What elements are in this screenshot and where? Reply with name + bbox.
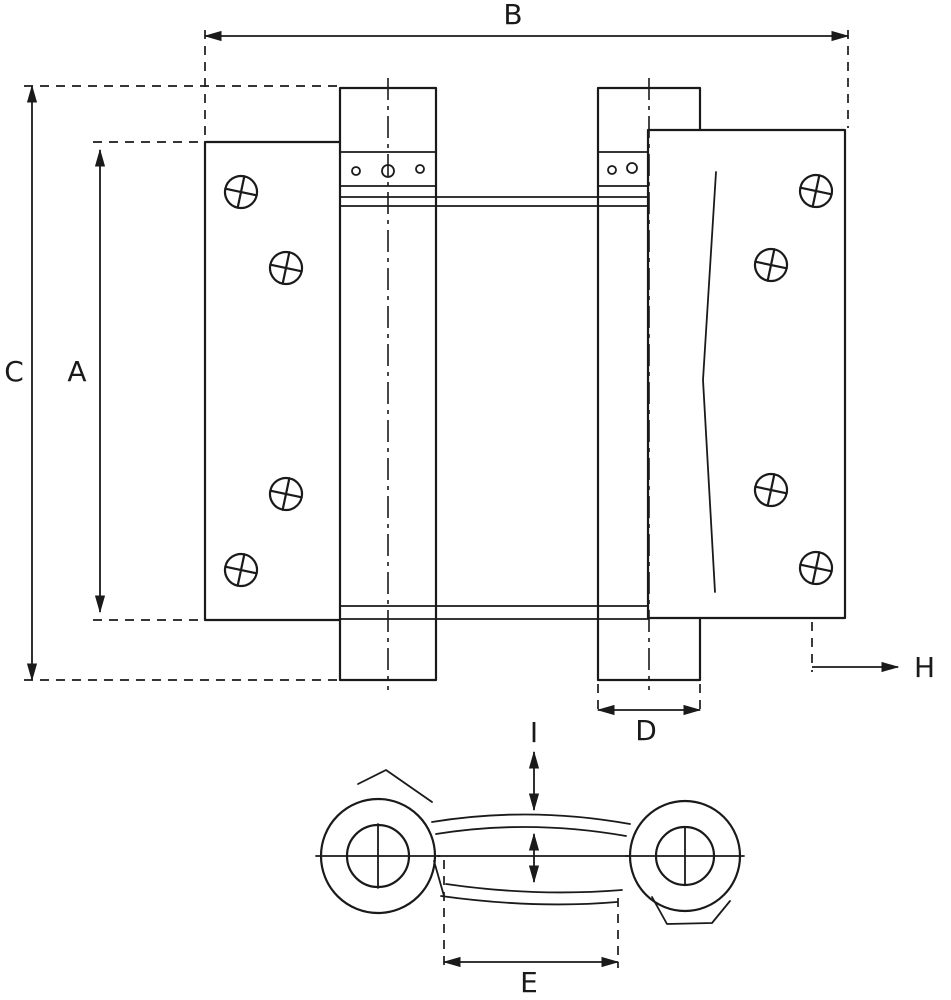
left-knuckle-tab xyxy=(357,769,433,803)
knuckle-joint-lines xyxy=(339,196,649,620)
right-knuckle-tab xyxy=(651,896,731,925)
dimension-d-extension-lines xyxy=(597,684,701,716)
right-knuckle-center-lines xyxy=(625,826,745,886)
hinge-front-view xyxy=(203,78,847,690)
dimension-c-label: C xyxy=(4,355,24,388)
screw-hole xyxy=(798,550,834,586)
dimensions: B C A D H I E xyxy=(4,0,935,999)
left-spring-barrel xyxy=(338,78,438,690)
adjuster-hole xyxy=(626,162,638,174)
dimension-b-extension-lines xyxy=(204,30,849,140)
spring-arm-line xyxy=(702,171,717,593)
dimension-e-extension-lines xyxy=(443,860,619,968)
dimension-A: A xyxy=(67,141,205,621)
strap-top-edges xyxy=(431,813,631,837)
adjuster-hole xyxy=(607,165,617,175)
dimension-c-extension-lines xyxy=(24,85,338,681)
dimension-I: I xyxy=(528,716,540,884)
right-leaf-outline xyxy=(646,128,847,620)
right-leaf xyxy=(646,128,847,620)
screw-hole xyxy=(753,472,789,508)
dimension-D: D xyxy=(596,684,702,747)
strap-bottom-edges xyxy=(433,860,623,906)
screw-hole xyxy=(223,174,259,210)
dimension-E: E xyxy=(442,860,620,999)
adjuster-hole xyxy=(415,164,425,174)
dimension-H: H xyxy=(811,622,935,684)
dimension-i-label: I xyxy=(530,716,538,749)
dimension-a-extension-lines xyxy=(93,141,205,621)
screw-hole xyxy=(268,250,304,286)
left-leaf-outline xyxy=(203,140,342,622)
screw-hole xyxy=(753,247,789,283)
dimension-b-label: B xyxy=(503,0,522,31)
left-knuckle-center-lines xyxy=(315,823,441,889)
dimension-B: B xyxy=(203,0,850,140)
screw-hole xyxy=(268,476,304,512)
hinge-top-view xyxy=(315,769,745,925)
left-leaf xyxy=(203,140,342,622)
left-knuckle xyxy=(315,769,441,915)
right-knuckle xyxy=(625,799,745,925)
screw-hole xyxy=(223,552,259,588)
adjuster-hole xyxy=(351,166,361,176)
dimension-a-label: A xyxy=(67,355,86,388)
dimension-d-label: D xyxy=(635,714,657,747)
dimension-e-label: E xyxy=(520,966,538,999)
screw-hole xyxy=(798,173,834,209)
leaf-strap-edge-view xyxy=(431,813,631,906)
right-barrel-adjuster-band xyxy=(597,151,649,187)
dimension-C: C xyxy=(4,84,338,682)
dimension-h-label: H xyxy=(914,651,935,684)
